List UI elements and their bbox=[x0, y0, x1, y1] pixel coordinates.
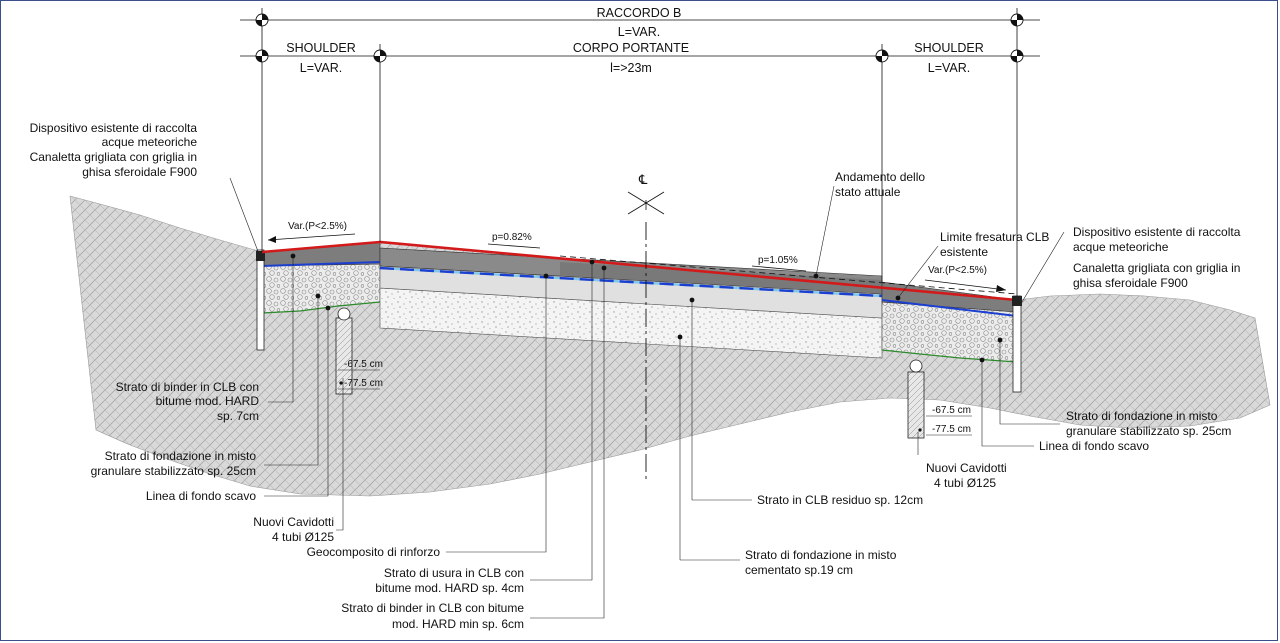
left-shoulder-slope-arrow bbox=[267, 233, 356, 241]
corpo-portante-label: CORPO PORTANTE bbox=[573, 41, 689, 55]
geocomposite-dash bbox=[379, 266, 883, 298]
label-ducts-left: Nuovi Cavidotti 4 tubi Ø125 bbox=[253, 515, 334, 544]
svg-text:Strato di binder in CLB con bi: Strato di binder in CLB con bitume bbox=[341, 601, 524, 615]
left-drain-grate bbox=[256, 251, 265, 261]
label-ducts-right: Nuovi Cavidotti 4 tubi Ø125 bbox=[926, 461, 1007, 490]
right-depth-bottom: -77.5 cm bbox=[932, 424, 971, 435]
left-duct-pipe-icon bbox=[337, 307, 351, 321]
left-geocomposite-line bbox=[261, 261, 381, 267]
left-carriageway-slope: p=0.82% bbox=[492, 232, 532, 243]
right-shoulder-label: SHOULDER bbox=[914, 41, 983, 55]
right-carriageway-slope: p=1.05% bbox=[758, 255, 798, 266]
right-shoulder-slope-arrow bbox=[924, 279, 1007, 291]
svg-text:ghisa sferoidale F900: ghisa sferoidale F900 bbox=[82, 165, 197, 179]
right-depth-top: -67.5 cm bbox=[932, 405, 971, 416]
svg-text:Dispositivo esistente di racco: Dispositivo esistente di raccolta bbox=[30, 121, 198, 135]
left-shoulder-width: L=VAR. bbox=[300, 61, 343, 75]
label-foundation-left: Strato di fondazione in misto granulare … bbox=[91, 449, 257, 478]
svg-text:ghisa sferoidale F900: ghisa sferoidale F900 bbox=[1073, 276, 1188, 290]
left-drain-channel bbox=[256, 249, 265, 351]
corpo-portante-width: l=>23m bbox=[610, 61, 652, 75]
label-cement-base: Strato di fondazione in misto cementato … bbox=[745, 548, 897, 577]
svg-text:bitume mod. HARD: bitume mod. HARD bbox=[156, 394, 260, 408]
svg-text:acque meteoriche: acque meteoriche bbox=[102, 135, 198, 149]
svg-text:Nuovi Cavidotti: Nuovi Cavidotti bbox=[926, 461, 1007, 475]
left-shoulder-label: SHOULDER bbox=[286, 41, 355, 55]
svg-text:Dispositivo esistente di racco: Dispositivo esistente di raccolta bbox=[1073, 225, 1241, 239]
right-duct-trench bbox=[907, 371, 925, 439]
left-depth-bottom: -77.5 cm bbox=[344, 378, 383, 389]
label-drain-left: Dispositivo esistente di raccolta acque … bbox=[30, 121, 198, 179]
dimension-marker-icons bbox=[255, 13, 1024, 63]
left-depth-top: -67.5 cm bbox=[344, 359, 383, 370]
right-geocomposite-line bbox=[881, 299, 1018, 317]
svg-text:4 tubi Ø125: 4 tubi Ø125 bbox=[934, 476, 996, 490]
svg-text:Andamento dello: Andamento dello bbox=[835, 170, 925, 184]
centerline-symbol: ℄ bbox=[638, 172, 648, 187]
svg-text:Strato di fondazione in misto: Strato di fondazione in misto bbox=[1066, 409, 1218, 423]
left-excavation-line bbox=[261, 301, 381, 314]
label-excavation-right: Linea di fondo scavo bbox=[1039, 439, 1149, 453]
label-excavation-left: Linea di fondo scavo bbox=[146, 489, 256, 503]
svg-text:Nuovi Cavidotti: Nuovi Cavidotti bbox=[253, 515, 334, 529]
label-geocomposite: Geocomposito di rinforzo bbox=[307, 545, 441, 559]
label-drain-right: Dispositivo esistente di raccolta acque … bbox=[1073, 225, 1241, 290]
right-drain-grate bbox=[1012, 296, 1022, 306]
svg-text:4 tubi Ø125: 4 tubi Ø125 bbox=[272, 530, 334, 544]
svg-text:granulare stabilizzato sp. 25c: granulare stabilizzato sp. 25cm bbox=[91, 464, 256, 478]
svg-text:Strato di binder in CLB con: Strato di binder in CLB con bbox=[116, 380, 259, 394]
svg-text:Canaletta grigliata con grigli: Canaletta grigliata con griglia in bbox=[1073, 261, 1240, 275]
label-milling-limit: Limite fresatura CLB esistente bbox=[940, 230, 1049, 259]
right-drain-channel bbox=[1012, 295, 1022, 393]
centerline-arrow-icon bbox=[627, 191, 665, 215]
total-width-label: L=VAR. bbox=[618, 25, 661, 39]
binder-center-dark bbox=[560, 262, 882, 294]
label-wearing: Strato di usura in CLB con bitume mod. H… bbox=[375, 566, 524, 595]
svg-text:Canaletta grigliata con grigli: Canaletta grigliata con griglia in bbox=[30, 150, 197, 164]
svg-text:granulare stabilizzato sp. 25c: granulare stabilizzato sp. 25cm bbox=[1066, 424, 1231, 438]
raccordo-label: RACCORDO B bbox=[597, 6, 682, 20]
label-binder-center: Strato di binder in CLB con bitume mod. … bbox=[341, 601, 524, 631]
svg-text:Strato di usura in CLB con: Strato di usura in CLB con bbox=[384, 566, 524, 580]
svg-text:sp. 7cm: sp. 7cm bbox=[217, 409, 259, 423]
svg-text:bitume mod. HARD sp. 4cm: bitume mod. HARD sp. 4cm bbox=[375, 581, 524, 595]
svg-text:mod. HARD min sp. 6cm: mod. HARD min sp. 6cm bbox=[392, 617, 524, 631]
label-foundation-right: Strato di fondazione in misto granulare … bbox=[1066, 409, 1231, 438]
leader-lines bbox=[229, 177, 1065, 619]
label-residual: Strato in CLB residuo sp. 12cm bbox=[757, 493, 923, 507]
label-binder-left: Strato di binder in CLB con bitume mod. … bbox=[116, 380, 260, 423]
existing-profile-line bbox=[559, 255, 1018, 295]
svg-text:Limite fresatura CLB: Limite fresatura CLB bbox=[940, 230, 1049, 244]
svg-text:Strato di fondazione in misto: Strato di fondazione in misto bbox=[105, 449, 257, 463]
right-shoulder-width: L=VAR. bbox=[928, 61, 971, 75]
right-duct-pipe-icon bbox=[909, 359, 923, 373]
svg-text:esistente: esistente bbox=[940, 245, 988, 259]
label-existing-profile: Andamento dello stato attuale bbox=[835, 170, 925, 199]
svg-text:acque meteoriche: acque meteoriche bbox=[1073, 240, 1169, 254]
left-shoulder-slope: Var.(P<2.5%) bbox=[288, 221, 347, 232]
svg-text:Strato di fondazione in misto: Strato di fondazione in misto bbox=[745, 548, 897, 562]
right-shoulder-slope: Var.(P<2.5%) bbox=[928, 265, 987, 276]
svg-text:cementato sp.19 cm: cementato sp.19 cm bbox=[745, 563, 853, 577]
svg-text:stato attuale: stato attuale bbox=[835, 185, 901, 199]
